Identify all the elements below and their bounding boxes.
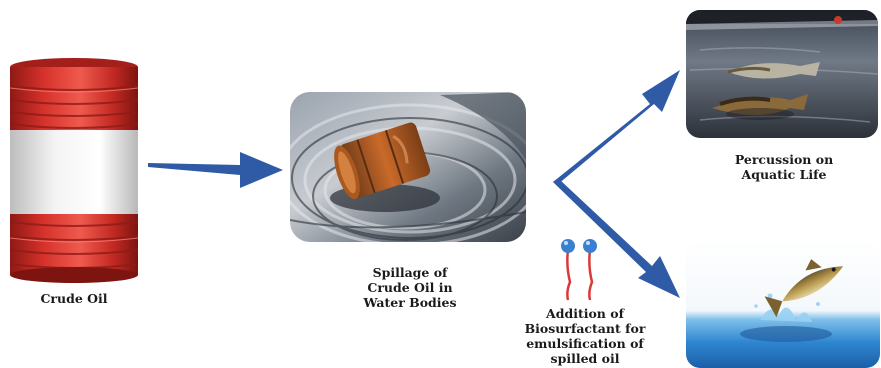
crude-oil-label: Crude Oil: [14, 291, 134, 306]
dead-fish-in-oily-water-photo: [686, 10, 878, 138]
arrow-spill-to-clean-water: [553, 180, 680, 298]
percussion-label: Percussion on Aquatic Life: [700, 152, 868, 182]
biosurfactant-label: Addition of Biosurfactant for emulsifica…: [510, 306, 660, 366]
oil-barrel-icon: [10, 58, 138, 283]
spillage-label: Spillage of Crude Oil in Water Bodies: [330, 265, 490, 310]
arrow-spill-to-percussion: [553, 70, 680, 185]
arrow-barrel-to-spill: [148, 152, 283, 188]
fish-jumping-from-clean-water-photo: [686, 240, 880, 368]
biosurfactant-molecule-icon: [561, 239, 597, 300]
rusty-barrel-in-oil-spill-photo: [280, 92, 540, 245]
